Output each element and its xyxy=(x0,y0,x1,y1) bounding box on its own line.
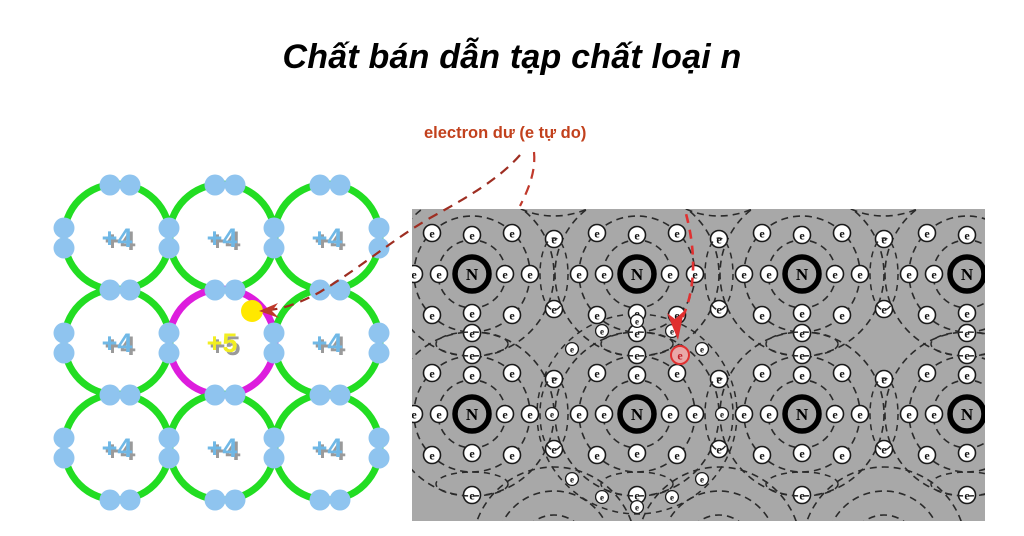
free-electron-dot xyxy=(241,300,263,322)
free-electron-label-photo: e xyxy=(677,349,683,363)
core-charge-labels: +4 +4 +4 +4 +5 +4 +4 +4 +4 xyxy=(102,223,343,463)
atom-ring-r0c0 xyxy=(60,180,174,294)
leader-line-right xyxy=(519,151,536,207)
core-label-r1c0: +4 xyxy=(102,328,133,358)
core-label-r1c2: +4 xyxy=(312,328,343,358)
atom-ring-r1c2 xyxy=(270,285,384,399)
callout-label: electron dư (e tự do) xyxy=(424,124,587,142)
atom-ring-r1c0 xyxy=(60,285,174,399)
core-label-r2c2: +4 xyxy=(312,433,343,463)
atom-ring-r0c1 xyxy=(165,180,279,294)
atom-ring-r1c1-dopant xyxy=(165,285,279,399)
atom-ring-r2c2 xyxy=(270,390,384,504)
free-electron-arrow-photo: e xyxy=(667,209,695,365)
core-label-r0c1: +4 xyxy=(207,223,238,253)
lattice-rings xyxy=(60,180,384,504)
core-label-r1c1-dopant: +5 xyxy=(207,328,238,358)
atom-ring-r2c1 xyxy=(165,390,279,504)
bond-lobes xyxy=(435,237,985,497)
core-label-r0c0: +4 xyxy=(102,223,133,253)
core-label-r2c1: +4 xyxy=(207,433,238,463)
page-title: Chất bán dẫn tạp chất loại n xyxy=(282,38,742,76)
atomic-orbital-photo: N e e xyxy=(412,209,985,521)
atom-ring-r2c0 xyxy=(60,390,174,504)
leader-arrowhead-left xyxy=(259,303,279,318)
core-label-r0c2: +4 xyxy=(312,223,343,253)
atom-ring-r0c2 xyxy=(270,180,384,294)
core-label-r2c0: +4 xyxy=(102,433,133,463)
bond-electron-dots xyxy=(53,174,390,511)
